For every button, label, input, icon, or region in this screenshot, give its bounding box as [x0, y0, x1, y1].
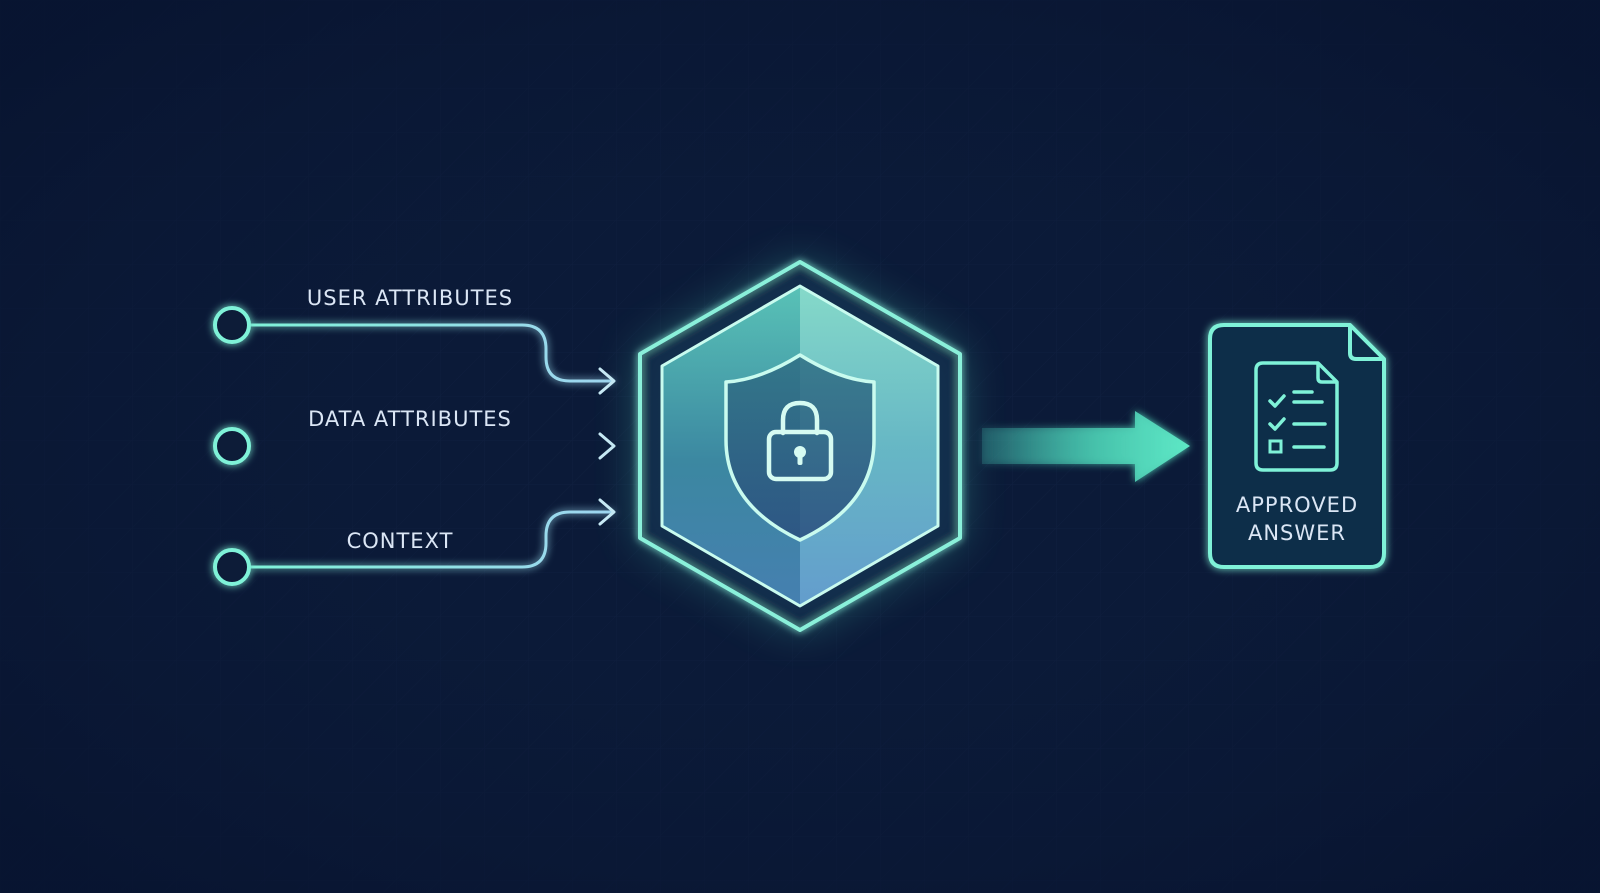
policy-engine [638, 260, 962, 632]
shield-lock-icon [724, 353, 876, 542]
user-attributes-node [213, 306, 251, 344]
approved-answer-label-line1: APPROVED [1236, 493, 1358, 517]
checkmark-icon-1 [1268, 394, 1286, 408]
checkmark-icon-2 [1268, 417, 1286, 431]
data-attributes-node [213, 427, 251, 465]
data-attributes-label: DATA ATTRIBUTES [308, 407, 512, 431]
engine-inner-hexagon [660, 284, 940, 608]
context-node [213, 548, 251, 586]
checklist-document-icon [1254, 361, 1339, 472]
checklist-page [1254, 361, 1339, 472]
document-folded-corner [1348, 325, 1384, 361]
input-data-attributes: DATA ATTRIBUTES [213, 407, 616, 465]
checklist-page-corner [1316, 363, 1337, 384]
context-arrowhead [598, 498, 616, 526]
user-attributes-connector [250, 323, 614, 383]
lock-shackle [780, 400, 820, 436]
approved-answer-label-line2: ANSWER [1248, 521, 1346, 545]
checkbox-icon [1268, 439, 1283, 454]
lock-keyhole-slot [797, 452, 803, 465]
approved-answer-card: APPROVED ANSWER [1208, 323, 1386, 569]
input-user-attributes: USER ATTRIBUTES [213, 286, 616, 395]
input-context: CONTEXT [213, 498, 616, 586]
user-attributes-arrowhead [598, 367, 616, 395]
user-attributes-label: USER ATTRIBUTES [307, 286, 513, 310]
output-arrow-shape [982, 411, 1190, 482]
data-attributes-arrowhead [598, 432, 616, 460]
lock-body [766, 429, 834, 482]
context-connector [250, 510, 614, 569]
context-label: CONTEXT [347, 529, 454, 553]
output-arrow [982, 411, 1190, 482]
